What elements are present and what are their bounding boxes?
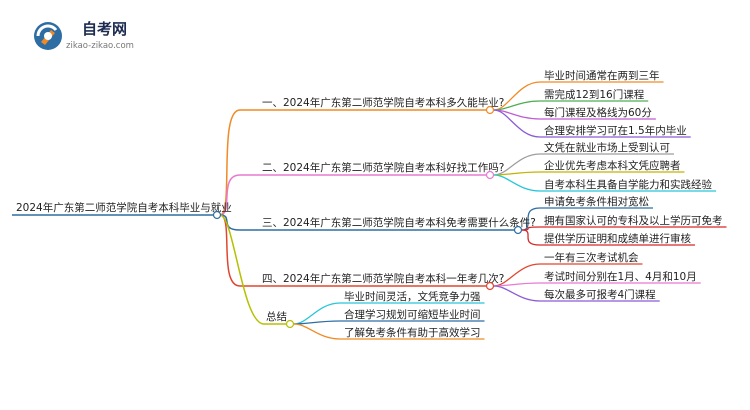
branch-label: 一、2024年广东第二师范学院自考本科多久能毕业? — [262, 96, 504, 109]
leaf-label: 需完成12到16门课程 — [544, 88, 645, 101]
logo-icon — [34, 22, 62, 50]
leaf-connector — [493, 174, 541, 192]
root-node-dot — [212, 210, 222, 220]
branch-label: 三、2024年广东第二师范学院自考本科免考需要什么条件? — [262, 216, 536, 229]
leaf-connector — [521, 229, 541, 246]
leaf-label: 合理安排学习可在1.5年内毕业 — [544, 124, 687, 137]
leaf-label: 企业优先考虑本科文凭应聘者 — [544, 159, 681, 172]
leaf-label: 每门课程及格线为60分 — [544, 106, 652, 119]
branch-node-dot — [513, 225, 523, 235]
leaf-label: 了解免考条件有助于高效学习 — [344, 326, 481, 339]
leaf-connector — [493, 109, 541, 138]
leaf-label: 考试时间分别在1月、4月和10月 — [544, 270, 697, 283]
leaf-label: 提供学历证明和成绩单进行审核 — [544, 232, 691, 245]
leaf-connector — [293, 323, 341, 340]
logo-url: zikao-zikao.com — [66, 41, 134, 51]
leaf-label: 毕业时间灵活，文凭竞争力强 — [344, 290, 481, 303]
branch-node-dot — [285, 319, 295, 329]
logo-title: 自考网 — [82, 20, 127, 38]
branch-node-dot — [485, 281, 495, 291]
leaf-label: 每次最多可报考4门课程 — [544, 288, 656, 301]
branch-node-dot — [485, 105, 495, 115]
branch-label: 四、2024年广东第二师范学院自考本科一年考几次? — [262, 272, 504, 285]
leaf-connector — [493, 285, 541, 302]
leaf-label: 拥有国家认可的专科及以上学历可免考 — [544, 214, 723, 227]
leaf-label: 毕业时间通常在两到三年 — [544, 69, 660, 82]
site-logo: 自考网 zikao-zikao.com — [34, 20, 134, 51]
branch-connector — [219, 214, 265, 325]
leaf-label: 一年有三次考试机会 — [544, 251, 639, 264]
branch-connector — [219, 109, 241, 216]
branch-connector — [219, 174, 241, 216]
leaf-label: 自考本科生具备自学能力和实践经验 — [544, 178, 712, 191]
branch-label: 二、2024年广东第二师范学院自考本科好找工作吗? — [262, 161, 504, 174]
root-node-label: 2024年广东第二师范学院自考本科毕业与就业 — [16, 201, 232, 214]
leaf-connector — [493, 109, 541, 120]
branch-node-dot — [485, 170, 495, 180]
branch-connector — [219, 214, 241, 287]
leaf-label: 文凭在就业市场上受到认可 — [544, 141, 670, 154]
leaf-label: 申请免考条件相对宽松 — [544, 195, 649, 208]
branch-label: 总结 — [266, 310, 287, 323]
leaf-label: 合理学习规划可缩短毕业时间 — [344, 308, 481, 321]
